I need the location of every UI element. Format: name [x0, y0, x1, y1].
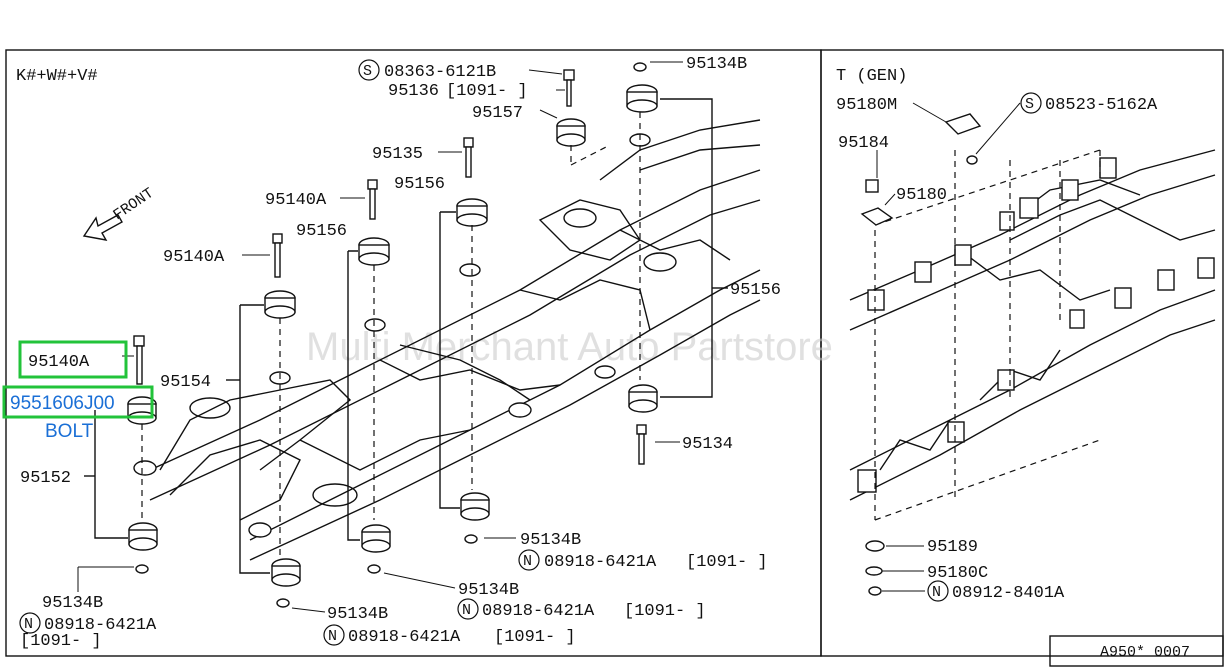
leader-lines-right — [876, 102, 1021, 592]
part-95140A-a: 95140A — [265, 191, 327, 210]
nut-symbol-icon-bl — [19, 612, 41, 634]
part-08918-6421A-r-range: [1091- ] — [686, 553, 768, 572]
screw-symbol-icon — [358, 59, 380, 81]
part-95157: 95157 — [472, 104, 523, 123]
model-code: K#+W#+V# — [16, 67, 98, 86]
nut-symbol-letter-m: N — [462, 602, 471, 619]
part-95134: 95134 — [682, 435, 733, 454]
screw-symbol-letter: S — [363, 63, 372, 80]
mount-parts-left — [127, 62, 658, 608]
part-95184: 95184 — [838, 134, 889, 153]
part-95135: 95135 — [372, 145, 423, 164]
bolt-caption: BOLT — [45, 421, 94, 442]
part-95134B-l: 95134B — [327, 605, 388, 624]
part-08918-6421A-bl-range: [1091- ] — [20, 632, 102, 651]
frame-drawing-right — [849, 113, 1216, 596]
right-panel-title: T (GEN) — [836, 67, 907, 86]
watermark: Multi Merchant Auto Partstore — [306, 325, 833, 369]
part-95152: 95152 — [20, 469, 71, 488]
right-panel-border — [820, 49, 1224, 657]
part-08918-6421A-r: 08918-6421A — [544, 553, 657, 572]
screw-symbol-icon-right — [1020, 92, 1042, 114]
part-95189: 95189 — [927, 538, 978, 557]
bolt-part-number[interactable]: 9551606J00 — [10, 393, 115, 414]
figure-code: A950* 0007 — [1100, 644, 1190, 661]
part-95134B-m: 95134B — [458, 581, 519, 600]
nut-symbol-icon-m — [457, 598, 479, 620]
part-08918-6421A-l: 08918-6421A — [348, 628, 461, 647]
part-08918-6421A-l-range: [1091- ] — [494, 628, 576, 647]
part-08918-6421A-m: 08918-6421A — [482, 602, 595, 621]
part-95134B-r: 95134B — [520, 531, 581, 550]
part-08363-6121B: 08363-6121B — [384, 63, 496, 82]
part-95134B-bl: 95134B — [42, 594, 103, 613]
part-95154: 95154 — [160, 373, 211, 392]
part-95140A-highlighted[interactable]: 95140A — [28, 353, 90, 372]
screw-symbol-letter-right: S — [1025, 96, 1034, 113]
nut-symbol-letter-r: N — [523, 553, 532, 570]
part-95134B-top: 95134B — [686, 55, 747, 74]
part-95180M: 95180M — [836, 96, 897, 115]
part-08523-5162A: 08523-5162A — [1045, 96, 1158, 115]
part-08912-8401A: 08912-8401A — [952, 584, 1065, 603]
nut-symbol-letter-l: N — [328, 628, 337, 645]
highlight-bolt-box — [2, 385, 154, 419]
nut-symbol-icon-l — [323, 624, 345, 646]
nut-symbol-icon-right — [927, 580, 949, 602]
part-95136: 95136 — [388, 82, 439, 101]
bolts-left — [133, 69, 647, 465]
figure-code-box — [1049, 635, 1224, 667]
nut-symbol-icon-r — [518, 549, 540, 571]
highlight-95140A-box — [18, 340, 128, 379]
part-95156-a: 95156 — [394, 175, 445, 194]
part-08918-6421A-bl: 08918-6421A — [44, 616, 157, 635]
part-95180C: 95180C — [927, 564, 988, 583]
part-95180: 95180 — [896, 186, 947, 205]
part-95136-range: [1091- ] — [446, 82, 528, 101]
leader-lines-left — [77, 61, 728, 613]
part-95140A-b: 95140A — [163, 248, 225, 267]
part-08918-6421A-m-range: [1091- ] — [624, 602, 706, 621]
part-95156-b: 95156 — [296, 222, 347, 241]
front-label: FRONT — [110, 185, 157, 224]
part-95156-c: 95156 — [730, 281, 781, 300]
nut-symbol-letter-right: N — [932, 584, 941, 601]
nut-symbol-letter-bl: N — [24, 616, 33, 633]
